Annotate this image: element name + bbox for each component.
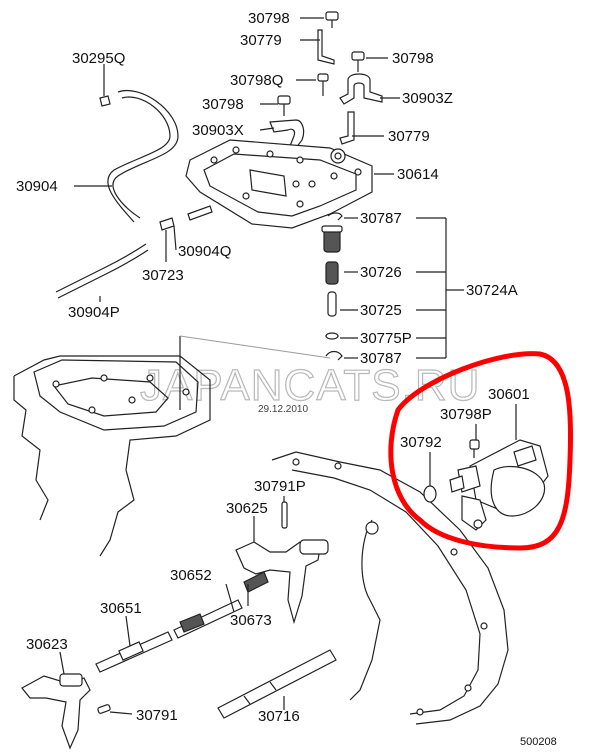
label-30673: 30673: [230, 612, 272, 629]
label-30601: 30601: [488, 386, 530, 403]
label-30904Q: 30904Q: [178, 243, 231, 260]
fork-30625: [235, 539, 329, 625]
label-30625: 30625: [226, 500, 268, 517]
transmission-case-outline: [13, 355, 509, 725]
leader-lines: [59, 17, 517, 715]
bolt-30798Q: [317, 73, 329, 96]
label-30779-top: 30779: [240, 32, 282, 49]
spring-30673: [243, 571, 269, 593]
pin-30791P: [281, 501, 288, 529]
valve-30726-upper: [321, 225, 343, 253]
label-30651: 30651: [100, 600, 142, 617]
connector-30723: [159, 217, 175, 240]
hose-30904Q: [187, 205, 213, 221]
label-30904: 30904: [16, 178, 58, 195]
oring-30792: [423, 485, 437, 503]
highlight-circle: [388, 351, 574, 551]
hose-30904: [107, 89, 179, 223]
label-30623: 30623: [26, 636, 68, 653]
clip-30295Q: [99, 95, 111, 107]
pin-30725: [327, 291, 337, 317]
label-30652: 30652: [170, 567, 212, 584]
label-30724A: 30724A: [466, 282, 518, 299]
diagram-number: 500208: [520, 736, 557, 748]
label-30614: 30614: [397, 166, 439, 183]
label-30787-top: 30787: [360, 210, 402, 227]
clip-30787-top: [327, 212, 343, 221]
label-30903Z: 30903Z: [402, 90, 453, 107]
cover-plate-30614: [185, 139, 373, 229]
label-30779-right: 30779: [388, 128, 430, 145]
bracket-30779-top: [317, 29, 335, 65]
clamp-30903Z: [339, 73, 383, 105]
label-30798P: 30798P: [440, 406, 492, 423]
label-30792: 30792: [400, 434, 442, 451]
rail-30651: [95, 631, 173, 673]
bolt-30798-mid: [277, 95, 291, 116]
label-30775P: 30775P: [360, 330, 412, 347]
label-30295Q: 30295Q: [72, 50, 125, 67]
label-30798-top: 30798: [248, 10, 290, 27]
label-30798-mid: 30798: [202, 96, 244, 113]
label-30798Q: 30798Q: [230, 72, 283, 89]
bolt-30798P: [469, 439, 480, 458]
actuator-30601: [449, 439, 549, 531]
fork-30623: [21, 673, 91, 750]
bolt-30798-top: [325, 11, 339, 28]
pin-30791: [97, 704, 111, 714]
bolt-30798-right: [351, 51, 365, 72]
label-30723: 30723: [142, 267, 184, 284]
label-30725: 30725: [360, 302, 402, 319]
hose-30904P: [55, 243, 149, 299]
rail-30716: [217, 649, 337, 719]
clip-30787-bottom: [325, 350, 343, 361]
label-30791P: 30791P: [254, 478, 306, 495]
label-30798-right: 30798: [392, 50, 434, 67]
oring-30775P: [325, 332, 339, 340]
label-30716: 30716: [258, 708, 300, 725]
part-labels: 30798 30779 30798 30295Q 30798Q 30903Z 3…: [16, 10, 557, 748]
label-30903X: 30903X: [192, 122, 244, 139]
date-stamp: 29.12.2010: [258, 404, 308, 415]
label-30791: 30791: [136, 707, 178, 724]
rail-30652: [173, 599, 243, 639]
label-30904P: 30904P: [68, 304, 120, 321]
spring-30726: [325, 261, 339, 285]
label-30787-bottom: 30787: [360, 350, 402, 367]
bracket-30779-right: [339, 111, 355, 145]
label-30726: 30726: [360, 264, 402, 281]
